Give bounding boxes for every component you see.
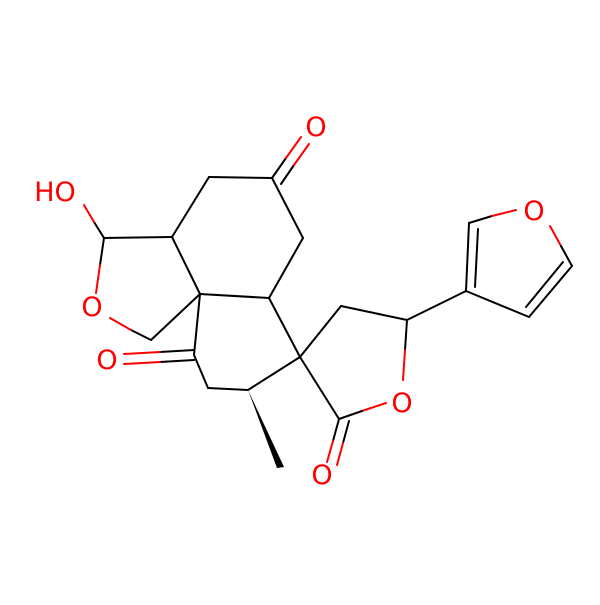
bond [293, 143, 310, 166]
bond [207, 387, 249, 391]
bond [193, 354, 209, 389]
bond [326, 440, 334, 463]
atom-label-oxygen: O [81, 292, 102, 323]
bond [549, 225, 562, 247]
bond [404, 319, 408, 351]
bond [468, 215, 493, 224]
bond [130, 329, 152, 341]
bond [280, 164, 295, 185]
bond [268, 297, 301, 358]
atom-label-oxygen: O [305, 112, 326, 143]
atom-label-oxygen: O [523, 196, 544, 227]
bond [271, 157, 287, 179]
bond [93, 221, 105, 239]
bond [491, 209, 517, 217]
bond [342, 420, 350, 444]
atom-label-oxygen: O [391, 388, 412, 419]
bond [123, 351, 161, 355]
bond [525, 261, 564, 308]
bond [336, 442, 344, 466]
bond [159, 359, 195, 363]
bond [193, 293, 201, 356]
bond [199, 293, 270, 299]
bond [465, 290, 530, 318]
bond [208, 176, 273, 179]
bond [285, 136, 302, 159]
bond [171, 236, 201, 295]
bond [271, 177, 304, 239]
atom-label-oxygen: O [96, 345, 117, 376]
bond [95, 264, 101, 294]
bond [338, 410, 363, 420]
bond [83, 204, 95, 223]
atom-label-hydroxyl: HO [34, 177, 76, 208]
bond [109, 317, 132, 331]
bond [99, 237, 105, 266]
atom-label-oxygen: O [311, 460, 332, 491]
bond [361, 402, 387, 412]
bond [268, 237, 304, 299]
bond [171, 176, 210, 238]
bond [402, 349, 406, 381]
bond [159, 349, 195, 353]
bond [474, 228, 479, 288]
bond [123, 361, 161, 365]
bond [332, 418, 340, 442]
bond [247, 356, 301, 391]
bond [340, 305, 408, 321]
bond [150, 293, 201, 341]
wedge-bond [248, 390, 284, 468]
bond [299, 356, 340, 420]
bond [406, 290, 467, 321]
bond [103, 236, 173, 239]
bond [528, 265, 573, 318]
bond [560, 245, 573, 267]
bond [299, 305, 342, 358]
bond [465, 222, 470, 292]
